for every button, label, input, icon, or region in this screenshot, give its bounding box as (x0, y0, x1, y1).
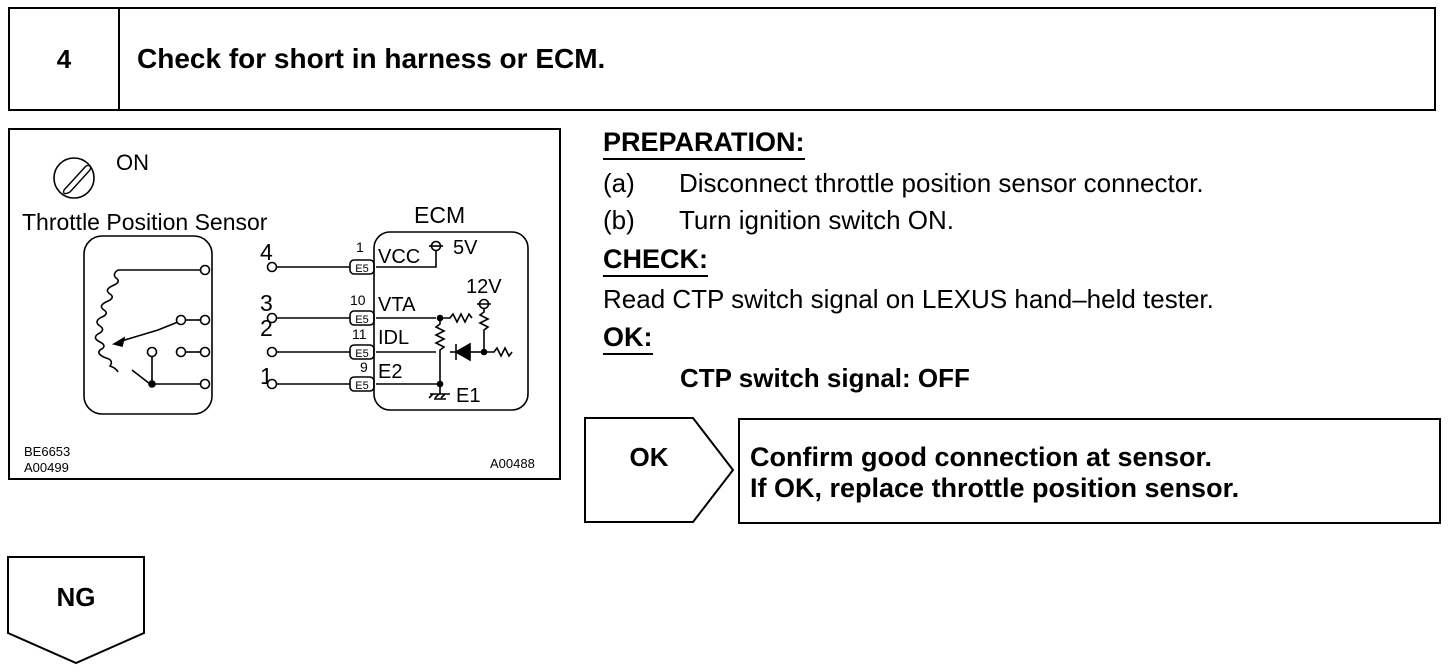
ok-spec: CTP switch signal: OFF (680, 363, 970, 393)
connector-label: E5 (355, 263, 368, 275)
preparation-heading: PREPARATION: (603, 127, 805, 160)
preparation-item-label: (a) (603, 168, 635, 198)
preparation-item-text: Turn ignition switch ON. (679, 205, 955, 235)
diagram-code-be6653: BE6653 (24, 444, 70, 459)
ecm-label: ECM (414, 202, 465, 228)
ok-result-line-1: Confirm good connection at sensor. (750, 442, 1213, 472)
ecm-body (373, 231, 529, 411)
ok-branch-arrow: OK (584, 417, 735, 523)
check-heading: CHECK: (603, 244, 708, 277)
preparation-item-b: (b) Turn ignition switch ON. (603, 205, 954, 235)
ok-result-line-2: If OK, replace throttle position sensor. (750, 473, 1240, 503)
connector-label: E5 (355, 348, 368, 360)
terminal-vta: VTA (378, 294, 416, 316)
preparation-item-text: Disconnect throttle position sensor conn… (679, 168, 1204, 198)
terminal-idl: IDL (378, 327, 409, 349)
preparation-item-label: (b) (603, 205, 635, 235)
wiring-diagram-svg: ON Throttle Position Sensor ECM 4 3 2 1 (22, 150, 535, 475)
step-title: Check for short in harness or ECM. (137, 43, 606, 74)
ecm-pin-number: 1 (356, 239, 364, 255)
pin-number-4: 4 (260, 239, 273, 265)
ng-branch-label: NG (57, 582, 96, 612)
terminal-e2: E2 (378, 361, 402, 383)
ng-branch-arrow: NG (7, 556, 145, 665)
ground-e1-label: E1 (456, 385, 480, 407)
ecm-pin-number: 10 (350, 292, 366, 308)
ignition-key-icon (53, 157, 95, 199)
pin-number-3: 3 (260, 290, 273, 316)
wiring-diagram: ON Throttle Position Sensor ECM 4 3 2 1 (8, 128, 561, 480)
terminal-vcc: VCC (378, 246, 420, 268)
connector-label: E5 (355, 380, 368, 392)
step-number: 4 (10, 9, 120, 109)
diagram-code-a00499: A00499 (24, 460, 69, 475)
sensor-body (83, 235, 213, 415)
ok-heading: OK: (603, 322, 653, 355)
preparation-item-a: (a) Disconnect throttle position sensor c… (603, 168, 1204, 198)
voltage-12v-label: 12V (466, 276, 502, 298)
ok-branch-label: OK (630, 442, 669, 472)
sensor-label: Throttle Position Sensor (22, 209, 268, 235)
diagram-code-a00488: A00488 (490, 456, 535, 471)
ignition-on-label: ON (116, 150, 149, 175)
ok-result-box: Confirm good connection at sensor. If OK… (738, 418, 1441, 524)
check-text: Read CTP switch signal on LEXUS hand–hel… (603, 284, 1214, 314)
connector-label: E5 (355, 314, 368, 326)
step-header: 4 Check for short in harness or ECM. (8, 7, 1436, 111)
ecm-pin-number: 9 (360, 359, 368, 375)
voltage-5v-label: 5V (453, 237, 478, 259)
ecm-pin-number: 11 (352, 326, 367, 342)
